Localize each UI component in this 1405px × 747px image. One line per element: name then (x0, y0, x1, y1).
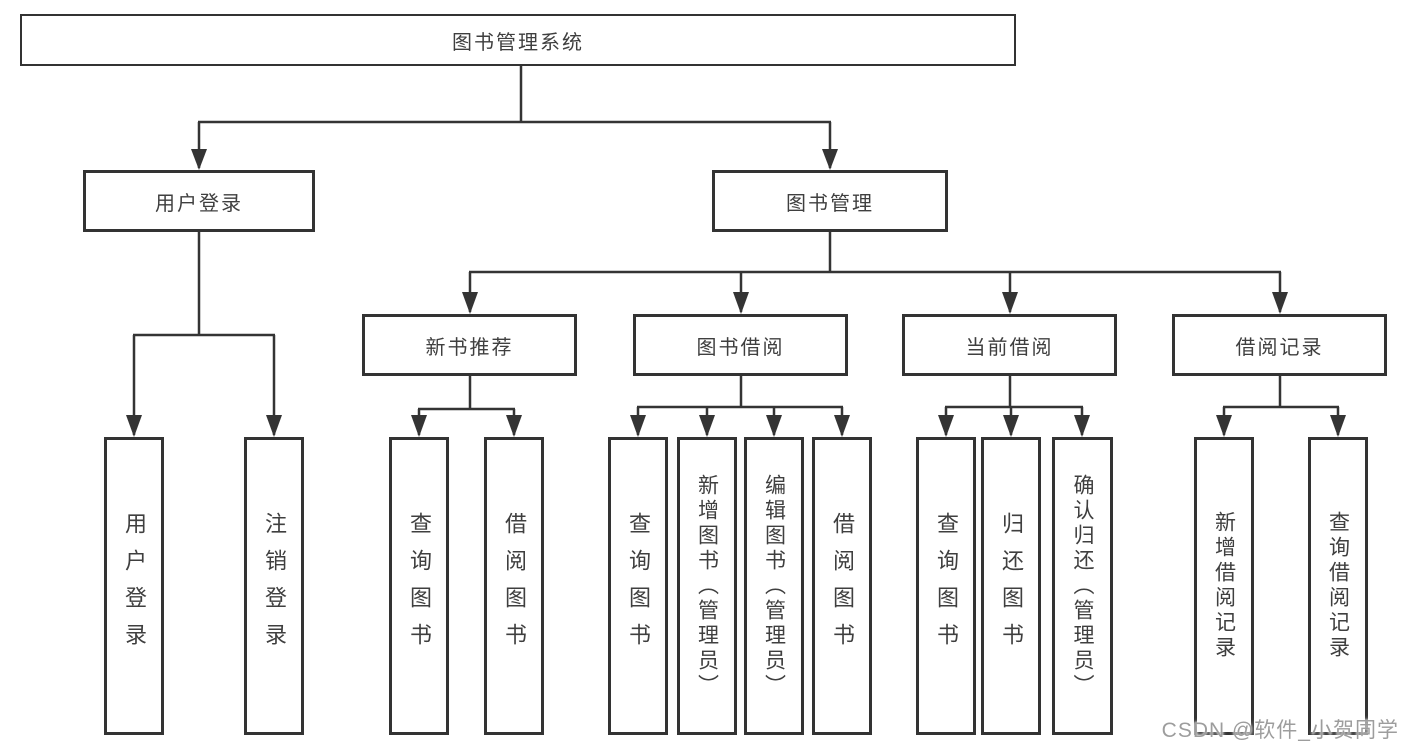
node-borrow-records: 借阅记录 (1172, 314, 1387, 376)
leaf-borrow-books-2: 借阅图书 (812, 437, 872, 735)
node-library-system-label: 图书管理系统 (452, 31, 584, 54)
leaf-query-books-2: 查询图书 (608, 437, 668, 735)
connector-userlogin-to-leaves (126, 232, 282, 437)
connector-borrowing-to-leaves (630, 376, 850, 437)
node-borrow-records-label: 借阅记录 (1235, 336, 1324, 359)
leaf-add-borrow-record-label: 新增借阅记录 (1212, 511, 1236, 661)
node-current-borrowing: 当前借阅 (902, 314, 1117, 376)
leaf-query-books-1-label: 查询图书 (407, 512, 432, 660)
leaf-query-books-1: 查询图书 (389, 437, 449, 735)
node-book-borrowing: 图书借阅 (633, 314, 848, 376)
leaf-logout-login-label: 注销登录 (262, 512, 287, 660)
leaf-borrow-books-1: 借阅图书 (484, 437, 544, 735)
leaf-add-book-admin-label: 新增图书（管理员） (695, 473, 719, 699)
connector-bookmgmt-to-level3 (462, 232, 1288, 314)
leaf-query-books-3-label: 查询图书 (934, 512, 959, 660)
node-book-management: 图书管理 (712, 170, 948, 232)
leaf-add-book-admin: 新增图书（管理员） (677, 437, 737, 735)
node-current-borrowing-label: 当前借阅 (965, 336, 1054, 359)
leaf-borrow-books-1-label: 借阅图书 (502, 512, 527, 660)
leaf-query-borrow-record-label: 查询借阅记录 (1326, 511, 1350, 661)
leaf-return-books-label: 归还图书 (999, 512, 1024, 660)
leaf-user-login-label: 用户登录 (122, 512, 147, 660)
leaf-borrow-books-2-label: 借阅图书 (830, 512, 855, 660)
leaf-confirm-return-admin-label: 确认归还（管理员） (1071, 473, 1094, 699)
leaf-user-login: 用户登录 (104, 437, 164, 735)
leaf-add-borrow-record: 新增借阅记录 (1194, 437, 1254, 735)
connector-records-to-leaves (1216, 376, 1346, 437)
node-user-login: 用户登录 (83, 170, 315, 232)
connector-newbook-to-leaves (411, 376, 522, 437)
watermark: CSDN @软件_小贺同学 (1161, 719, 1399, 742)
leaf-query-borrow-record: 查询借阅记录 (1308, 437, 1368, 735)
node-user-login-label: 用户登录 (155, 192, 243, 215)
leaf-confirm-return-admin: 确认归还（管理员） (1052, 437, 1113, 735)
leaf-query-books-2-label: 查询图书 (626, 512, 651, 660)
leaf-query-books-3: 查询图书 (916, 437, 976, 735)
leaf-return-books: 归还图书 (981, 437, 1041, 735)
leaf-edit-book-admin-label: 编辑图书（管理员） (762, 473, 786, 699)
node-book-borrowing-label: 图书借阅 (696, 336, 785, 359)
node-library-system: 图书管理系统 (20, 14, 1016, 66)
leaf-logout-login: 注销登录 (244, 437, 304, 735)
node-new-book-recommend-label: 新书推荐 (425, 336, 514, 359)
connector-root-to-level2 (191, 66, 838, 170)
connector-current-to-leaves (938, 376, 1090, 437)
node-new-book-recommend: 新书推荐 (362, 314, 577, 376)
node-book-management-label: 图书管理 (786, 192, 874, 215)
leaf-edit-book-admin: 编辑图书（管理员） (744, 437, 804, 735)
